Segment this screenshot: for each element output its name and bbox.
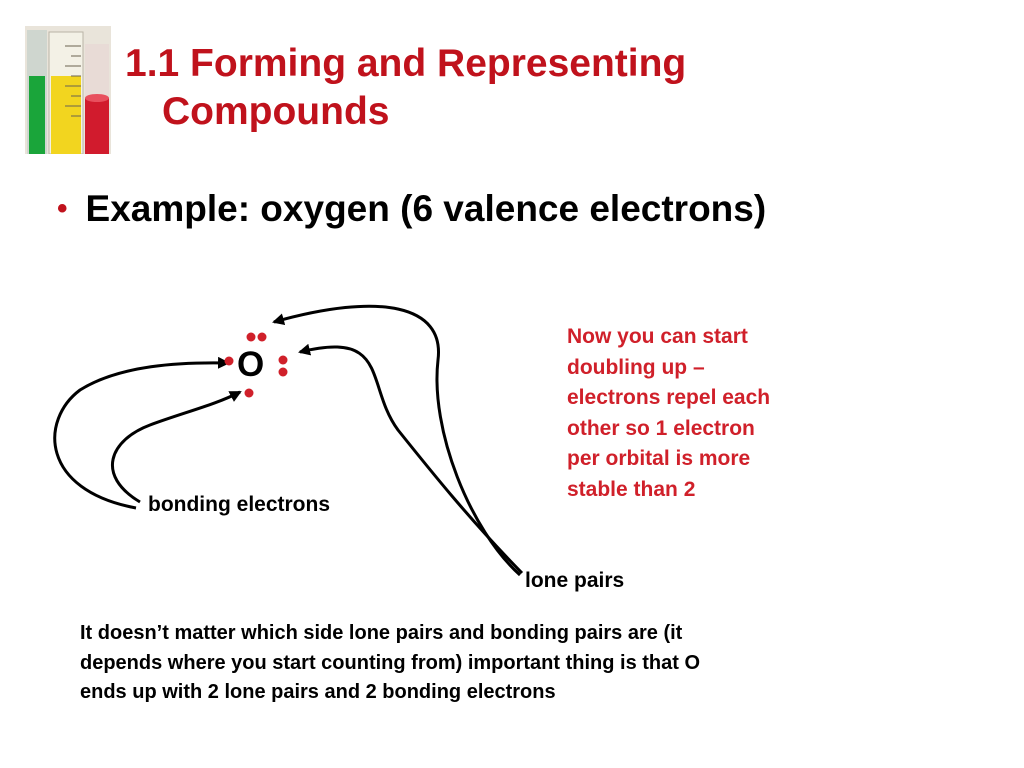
note-line: doubling up –	[567, 355, 705, 379]
lab-glassware-logo	[25, 26, 111, 154]
note-line: Now you can start	[567, 325, 748, 348]
slide-title: 1.1 Forming and Representing Compounds	[125, 40, 686, 136]
electron-dot-bottom	[244, 388, 254, 398]
note-text-block: Now you can start doubling up – electron…	[567, 322, 827, 505]
bullet-dot-icon: •	[57, 192, 68, 225]
lone-pair-arrow-to-top-dots	[272, 304, 522, 577]
oxygen-atom-symbol: O	[237, 345, 265, 384]
bullet-item: • Example: oxygen (6 valence electrons)	[57, 188, 766, 230]
footer-line: ends up with 2 lone pairs and 2 bonding …	[80, 681, 556, 703]
note-line: per orbital is more	[567, 447, 751, 470]
electron-dot-top-right	[257, 332, 267, 342]
slide-title-line-1: 1.1 Forming and Representing	[125, 42, 687, 85]
slide-title-line-2: Compounds	[162, 90, 390, 133]
electron-dot-top-left	[246, 332, 256, 342]
lone-pair-arrow-to-right-dots	[298, 343, 524, 575]
electron-dot-right-lower	[278, 367, 288, 377]
bonding-arrow-to-bottom-dot	[110, 390, 242, 504]
electron-dot-right-upper	[278, 355, 288, 365]
bullet-text: Example: oxygen (6 valence electrons)	[85, 188, 767, 229]
footer-line: It doesn’t matter which side lone pairs …	[80, 622, 683, 644]
bonding-arrow-to-left-dot	[53, 356, 230, 510]
footer-explanation: It doesn’t matter which side lone pairs …	[80, 619, 960, 708]
lone-pairs-label: lone pairs	[525, 569, 625, 592]
electron-dot-left	[224, 356, 234, 366]
footer-line: depends where you start counting from) i…	[80, 651, 701, 674]
bonding-electrons-label: bonding electrons	[148, 493, 331, 516]
note-line: stable than 2	[567, 477, 696, 501]
note-line: other so 1 electron	[567, 416, 755, 440]
note-line: electrons repel each	[567, 386, 771, 409]
